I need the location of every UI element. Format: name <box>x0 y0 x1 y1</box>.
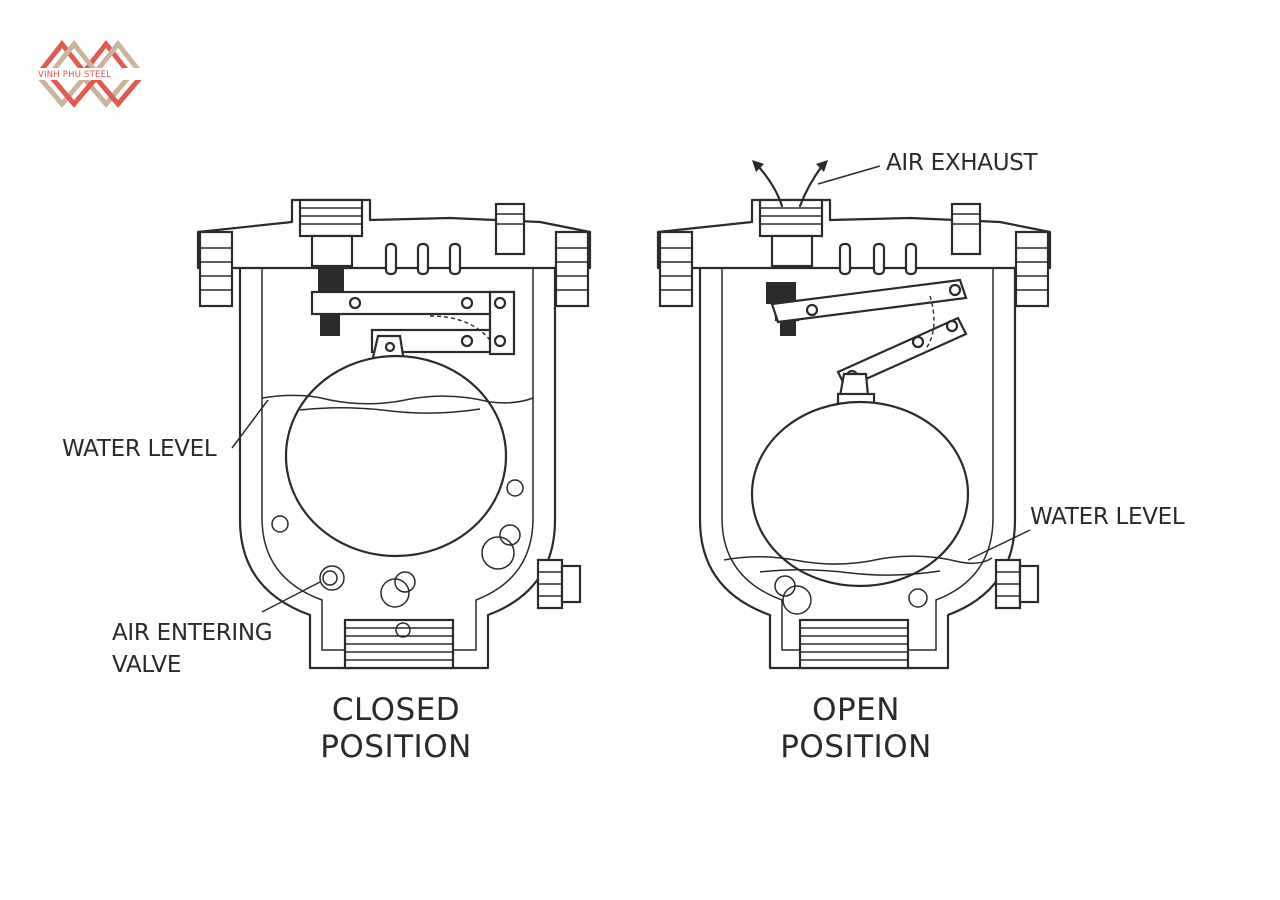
air-entering-label-line1: AIR ENTERING <box>112 620 272 646</box>
open-leader-lines <box>817 165 1031 561</box>
open-caption-line2: POSITION <box>780 729 932 765</box>
vinh-phu-steel-logo: VINH PHU STEEL <box>36 39 144 108</box>
closed-caption-line1: CLOSED <box>332 692 460 728</box>
air-exhaust-label: AIR EXHAUST <box>886 150 1039 176</box>
open-caption-line1: OPEN <box>812 692 900 728</box>
air-entering-label-line2: VALVE <box>112 652 181 678</box>
water-level-label-open: WATER LEVEL <box>1030 504 1185 530</box>
closed-caption-line2: POSITION <box>320 729 472 765</box>
water-level-label-closed: WATER LEVEL <box>62 436 217 462</box>
open-valve-drawing <box>656 160 1052 670</box>
logo-text: VINH PHU STEEL <box>38 70 111 80</box>
closed-valve-drawing <box>196 198 592 670</box>
closed-leader-lines <box>231 399 321 613</box>
